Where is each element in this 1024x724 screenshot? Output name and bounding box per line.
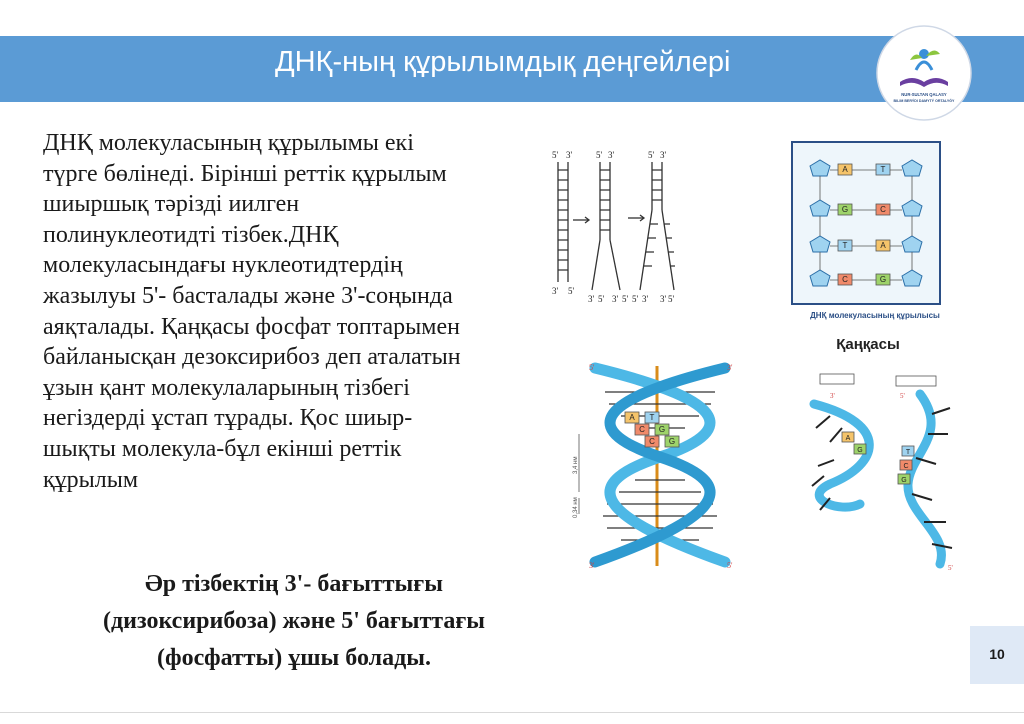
svg-text:5': 5' [948,564,953,572]
svg-text:G: G [842,205,848,214]
svg-text:G: G [659,425,665,434]
svg-text:3': 3' [660,150,667,160]
svg-text:A: A [629,413,635,422]
chain-structure-diagram: A T G C T A C G [791,141,941,305]
helix-scale-bottom: 0,34 нм [573,497,579,518]
svg-text:5': 5' [668,294,675,304]
helix-end-labels: 5' 3' 3' 5' [589,363,733,570]
svg-text:5': 5' [598,294,605,304]
svg-text:5': 5' [568,286,575,296]
svg-text:3': 3' [642,294,649,304]
svg-text:C: C [639,425,645,434]
single-strand-diagram: A G T C G 3' 5' 5' [809,373,953,572]
svg-text:3': 3' [830,392,835,400]
logo-line1: NUR-SULTAN QALASY [901,92,947,97]
svg-text:T: T [843,241,848,250]
single-base-labels: A G T C G [846,435,911,484]
logo-line2: BILIM BERÝDI DAMYTÝ ORTALYǴY [894,98,955,103]
svg-text:C: C [842,275,848,284]
svg-text:C: C [880,205,886,214]
organization-logo: NUR-SULTAN QALASY BILIM BERÝDI DAMYTÝ OR… [876,25,972,121]
svg-text:5': 5' [900,392,905,400]
svg-text:5': 5' [648,150,655,160]
svg-text:C: C [649,437,655,446]
slide-title: ДНҚ-ның құрылымдық деңгейлері [275,46,731,78]
conclusion-text: Әр тізбектің 3'- бағыттығы (дизоксирибоз… [102,571,486,671]
svg-text:G: G [857,447,862,454]
svg-text:G: G [669,437,675,446]
svg-text:A: A [846,435,851,442]
bottom-divider [0,712,1024,713]
svg-text:T: T [881,165,886,174]
svg-text:5': 5' [632,294,639,304]
title-bar [0,36,1024,102]
page-number: 10 [989,646,1005,662]
svg-text:G: G [901,477,906,484]
svg-text:3': 3' [608,150,615,160]
svg-text:3': 3' [589,561,595,570]
svg-text:5': 5' [552,150,559,160]
svg-text:3': 3' [727,363,733,372]
svg-text:3': 3' [552,286,559,296]
single-end-labels: 3' 5' 5' [830,392,953,572]
chain-base-labels: A T G C T A C G [842,165,886,284]
svg-text:3': 3' [566,150,573,160]
svg-text:3': 3' [660,294,667,304]
svg-text:G: G [880,275,886,284]
svg-text:5': 5' [596,150,603,160]
svg-text:A: A [842,165,848,174]
replication-labels: 5' 3' 5' 3' 5' 3' 3' 5' 3' 5' 3' 5' 5' 3… [552,150,675,304]
svg-text:T: T [650,413,655,422]
svg-text:5': 5' [622,294,629,304]
svg-text:3': 3' [588,294,595,304]
backbone-label: Қаңқасы [836,336,900,353]
svg-text:5': 5' [727,561,733,570]
svg-text:T: T [906,449,911,456]
body-paragraph: ДНҚ молекуласының құрылымы екі түрге бөл… [43,130,461,493]
svg-text:3': 3' [612,294,619,304]
svg-text:5': 5' [589,363,595,372]
chain-caption: ДНҚ молекуласының құрылысы [810,311,940,320]
svg-text:A: A [880,241,886,250]
page-number-tab [970,626,1024,684]
helix-scale-top: 3,4 нм [573,457,579,474]
replication-diagram: 5' 3' 5' 3' 5' 3' 3' 5' 3' 5' 3' 5' 5' 3… [552,150,675,304]
svg-text:C: C [903,463,908,470]
